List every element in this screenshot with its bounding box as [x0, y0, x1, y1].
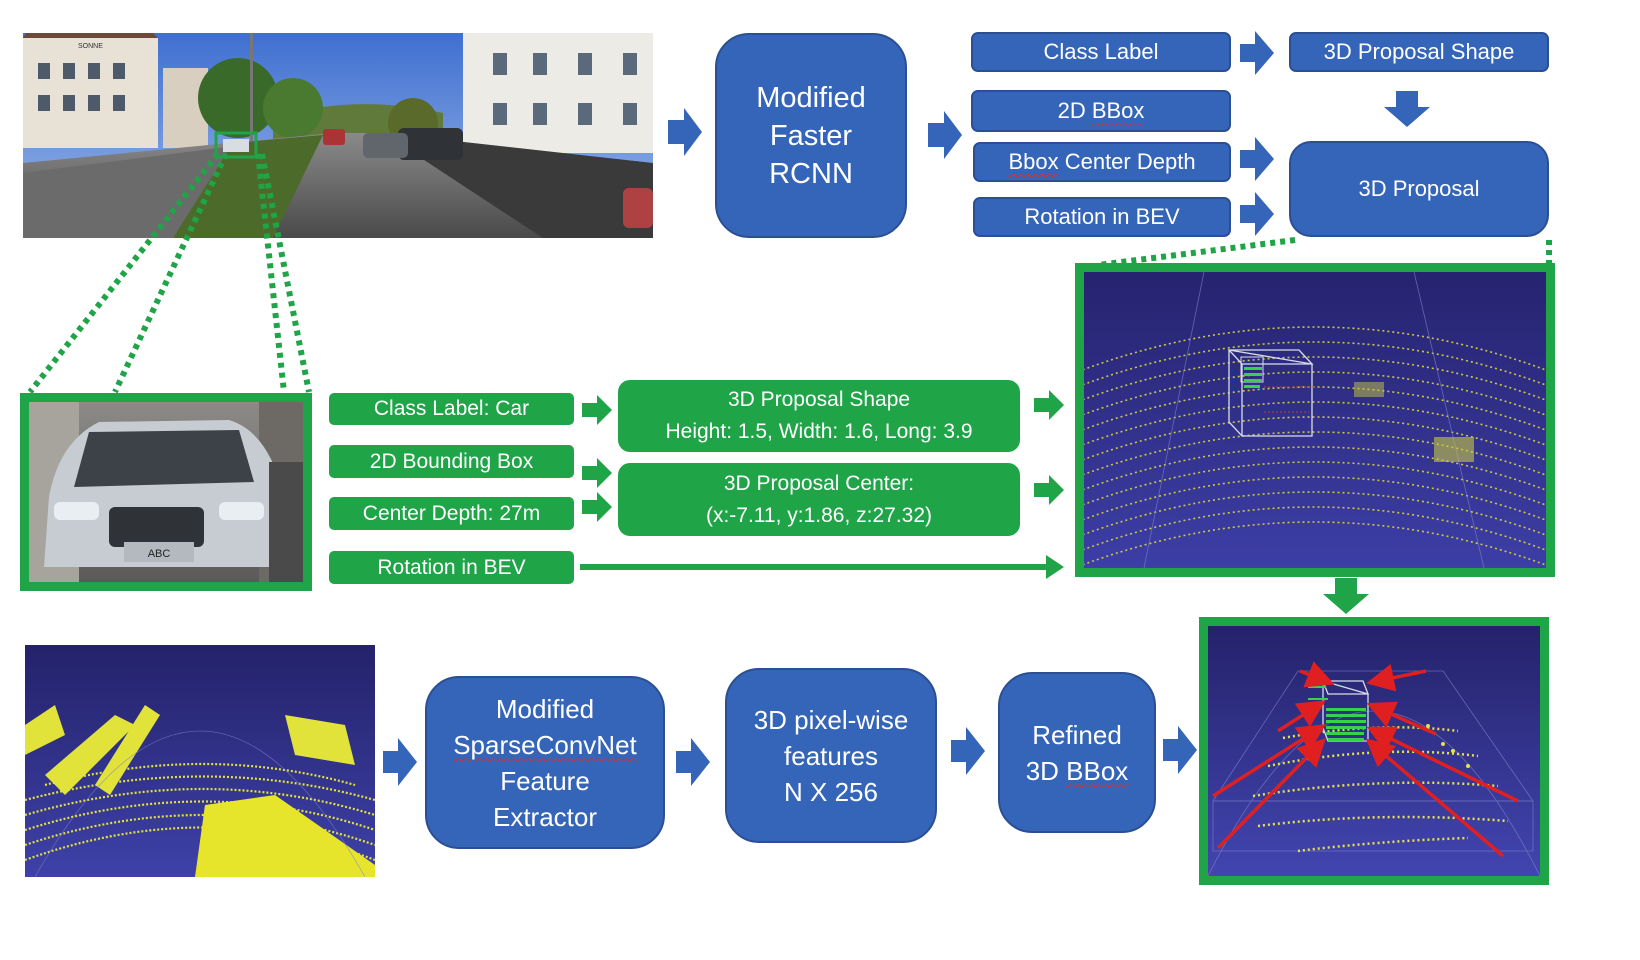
arrow-right-icon	[383, 738, 417, 786]
car-crop-frame: ABC	[20, 393, 312, 591]
pixel-features-line1: 3D pixel-wise	[753, 704, 909, 735]
arrow-down-icon	[1323, 578, 1369, 614]
sparseconvnet-line3: Feature	[500, 765, 590, 796]
rotation-text: Rotation in BEV	[1024, 204, 1180, 229]
street-sign-text: SONNE	[78, 43, 103, 50]
center-depth-27m-text: Center Depth: 27m	[362, 501, 541, 525]
sparseconvnet-line2: SparseConvNet	[453, 729, 637, 760]
arrow-right-icon	[1163, 726, 1197, 774]
arrow-right-icon	[1240, 192, 1274, 236]
bbox-2d-word: BBox	[1091, 98, 1145, 123]
street-scene-photo: SONNE	[23, 33, 653, 238]
sparseconvnet-line4: Extractor	[492, 801, 598, 832]
proposal-center-box: 3D Proposal Center: (x:-7.11, y:1.86, z:…	[618, 463, 1020, 536]
arrow-down-icon	[1384, 91, 1430, 127]
rotation-box: Rotation in BEV	[973, 197, 1231, 237]
arrow-right-icon	[582, 458, 612, 488]
arrow-right-icon	[1240, 31, 1274, 75]
proposal-shape-text: 3D Proposal Shape	[1323, 39, 1515, 64]
sparseconvnet-box: Modified SparseConvNet Feature Extractor	[425, 676, 665, 849]
class-label-text: Class Label	[1043, 39, 1159, 64]
proposal-point-cloud-frame	[1075, 263, 1555, 577]
refined-bbox-line1: Refined	[1032, 719, 1122, 750]
arrow-right-icon	[580, 555, 1064, 579]
bounding-box-box: 2D Bounding Box	[329, 445, 574, 478]
arrow-right-icon	[1240, 137, 1274, 181]
license-plate-text: ABC	[148, 548, 171, 560]
center-depth-box: Bbox Center Depth	[973, 142, 1231, 182]
refined-bbox-prefix: 3D	[1025, 755, 1067, 786]
car-crop-image: ABC	[29, 402, 303, 582]
rotation-bev-text: Rotation in BEV	[377, 555, 526, 579]
center-depth-suffix: Center Depth	[1058, 149, 1196, 174]
faster-rcnn-line2: Faster	[769, 119, 853, 152]
pixel-features-line3: N X 256	[784, 776, 878, 807]
arrow-right-icon	[1034, 475, 1064, 505]
arrow-right-icon	[951, 727, 985, 775]
proposal-shape-values-box: 3D Proposal Shape Height: 1.5, Width: 1.…	[618, 380, 1020, 452]
bbox-2d-box: 2D BBox	[971, 90, 1231, 132]
faster-rcnn-line3: RCNN	[769, 157, 853, 190]
proposal-text: 3D Proposal	[1358, 176, 1480, 201]
pixel-features-line2: features	[784, 740, 878, 771]
proposal-box: 3D Proposal	[1289, 141, 1549, 237]
rotation-bev-box: Rotation in BEV	[329, 551, 574, 584]
arrow-right-icon	[668, 108, 702, 156]
refined-bbox-box: Refined 3D BBox	[998, 672, 1156, 833]
refined-bbox-word: BBox	[1066, 755, 1129, 786]
faster-rcnn-line1: Modified	[756, 81, 866, 114]
refined-point-cloud-frame	[1199, 617, 1549, 885]
class-label-car-text: Class Label: Car	[373, 397, 530, 420]
class-label-car-box: Class Label: Car	[329, 393, 574, 425]
center-depth-word: Bbox	[1008, 149, 1059, 174]
arrow-right-icon	[582, 492, 612, 522]
faster-rcnn-box: Modified Faster RCNN	[715, 33, 907, 238]
pixel-features-box: 3D pixel-wise features N X 256	[725, 668, 937, 843]
proposal-center-values: (x:-7.11, y:1.86, z:27.32)	[705, 503, 933, 527]
refined-point-cloud	[1208, 626, 1540, 876]
bbox-2d-prefix: 2D	[1057, 98, 1092, 123]
bounding-box-text: 2D Bounding Box	[369, 449, 534, 473]
full-point-cloud-image	[25, 645, 375, 877]
center-depth-27m-box: Center Depth: 27m	[329, 497, 574, 530]
arrow-right-icon	[928, 111, 962, 159]
proposal-shape-box: 3D Proposal Shape	[1289, 32, 1549, 72]
proposal-shape-values: Height: 1.5, Width: 1.6, Long: 3.9	[665, 420, 973, 443]
proposal-center-title: 3D Proposal Center:	[723, 471, 915, 495]
arrow-right-icon	[676, 738, 710, 786]
arrow-right-icon	[582, 395, 612, 425]
proposal-point-cloud	[1084, 272, 1546, 568]
class-label-box: Class Label	[971, 32, 1231, 72]
sparseconvnet-line1: Modified	[495, 693, 595, 724]
proposal-shape-title: 3D Proposal Shape	[727, 388, 911, 411]
arrow-right-icon	[1034, 390, 1064, 420]
